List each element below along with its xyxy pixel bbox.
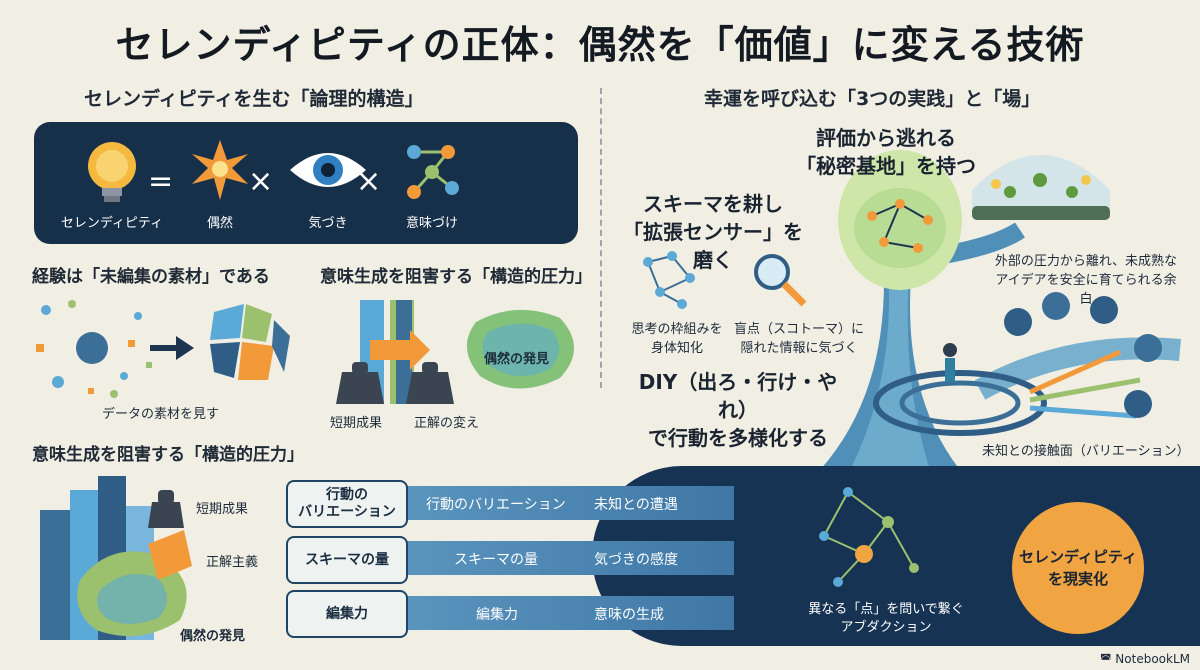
lightbulb-icon: [88, 142, 136, 202]
factor-action-variation: 行動の バリエーション: [286, 480, 408, 528]
right-answer-label: 正解の変え: [414, 416, 480, 431]
flow-band-effect: 未知との遭遇: [594, 497, 678, 513]
notebooklm-logo: ◚ NotebookLM: [1100, 652, 1190, 666]
flow-band-effect: 気づきの感度: [594, 552, 678, 568]
network-icon: [407, 145, 459, 199]
chance-discovery-label: 偶然の発見: [180, 629, 246, 644]
experience-heading: 経験は「未編集の素材」である: [32, 267, 270, 287]
chance-discovery-label: 偶然の発見: [484, 352, 550, 367]
diy-heading: DIY（出ろ・行け・やれ） で行動を多様化する: [638, 370, 838, 450]
magnifier-icon: [754, 254, 807, 307]
formula-result-label: セレンディピティ: [60, 216, 164, 231]
formula-term-label: 意味づけ: [405, 216, 458, 231]
schema-caption-right: 盲点（スコトーマ）に 隠れた情報に気づく: [734, 322, 865, 356]
diy-caption: 未知との接触面（バリエーション）: [982, 444, 1190, 459]
structural-pressure-illustration: [336, 300, 574, 404]
page-title: セレンディピティの正体：偶然を「価値」に変える技術: [115, 23, 1085, 67]
short-term-label: 短期成果: [330, 416, 383, 431]
formula-panel: セレンディピティ = 偶然 × 気づき × 意味づけ: [34, 122, 578, 244]
schema-heading: スキーマを耕し 「拡張センサー」を磨く: [623, 192, 803, 272]
logo-text: NotebookLM: [1115, 652, 1190, 666]
right-section-heading: 幸運を呼び込む「3つの実践」と「場」: [704, 88, 1041, 110]
equals-sign: =: [148, 164, 174, 199]
network-icon: [643, 251, 695, 309]
formula-term-chance: 偶然: [160, 122, 280, 231]
abduction-label: 異なる「点」を問いで繋ぐ アブダクション: [808, 602, 964, 635]
abduction-network-icon: [819, 487, 919, 587]
short-term-label: 短期成果: [196, 502, 249, 517]
section-divider: [600, 88, 602, 388]
pressure-heading-bottom: 意味生成を阻害する「構造的圧力」: [32, 445, 304, 465]
serendipity-goal-circle: セレンディピティ を現実化: [1012, 502, 1144, 634]
flow-band-label: スキーマの量: [454, 552, 538, 568]
serendipity-tree-illustration: [820, 150, 1181, 470]
flow-band-effect: 意味の生成: [594, 607, 664, 623]
times-sign: ×: [248, 164, 274, 199]
secret-base-heading: 評価から逃れる 「秘密基地」を持つ: [796, 126, 976, 178]
formula-term-awareness: 気づき: [268, 122, 388, 231]
flow-band-schema: スキーマの量 気づきの感度: [404, 541, 734, 575]
formula-term-label: 偶然: [206, 216, 233, 231]
factor-editing-power: 編集力: [286, 590, 408, 638]
pressure-blocks-illustration: [40, 476, 192, 640]
flow-band-label: 行動のバリエーション: [426, 497, 566, 513]
factor-schema-amount: スキーマの量: [286, 536, 408, 584]
flow-band-action: 行動のバリエーション 未知との遭遇: [404, 486, 734, 520]
flow-band-editing: 編集力 意味の生成: [404, 596, 734, 630]
raw-material-illustration: [36, 300, 290, 398]
flow-band-label: 編集力: [476, 607, 518, 623]
pressure-heading-top: 意味生成を阻害する「構造的圧力」: [320, 267, 592, 287]
experience-caption: データの素材を見す: [102, 407, 220, 422]
right-answer-label: 正解主義: [206, 555, 259, 570]
times-sign: ×: [356, 164, 382, 199]
schema-caption-left: 思考の枠組みを 身体知化: [631, 322, 723, 356]
spark-icon: [192, 140, 248, 200]
logo-icon: ◚: [1099, 652, 1116, 666]
eye-icon: [290, 153, 366, 187]
left-section-heading: セレンディピティを生む「論理的構造」: [84, 88, 424, 110]
secret-base-caption: 外部の圧力から離れ、未成熟な アイデアを安全に育てられる余白: [994, 254, 1178, 307]
formula-result: セレンディピティ: [52, 122, 172, 231]
formula-term-meaning: 意味づけ: [372, 122, 492, 231]
sensor-icons: [643, 251, 807, 309]
formula-term-label: 気づき: [308, 216, 348, 231]
